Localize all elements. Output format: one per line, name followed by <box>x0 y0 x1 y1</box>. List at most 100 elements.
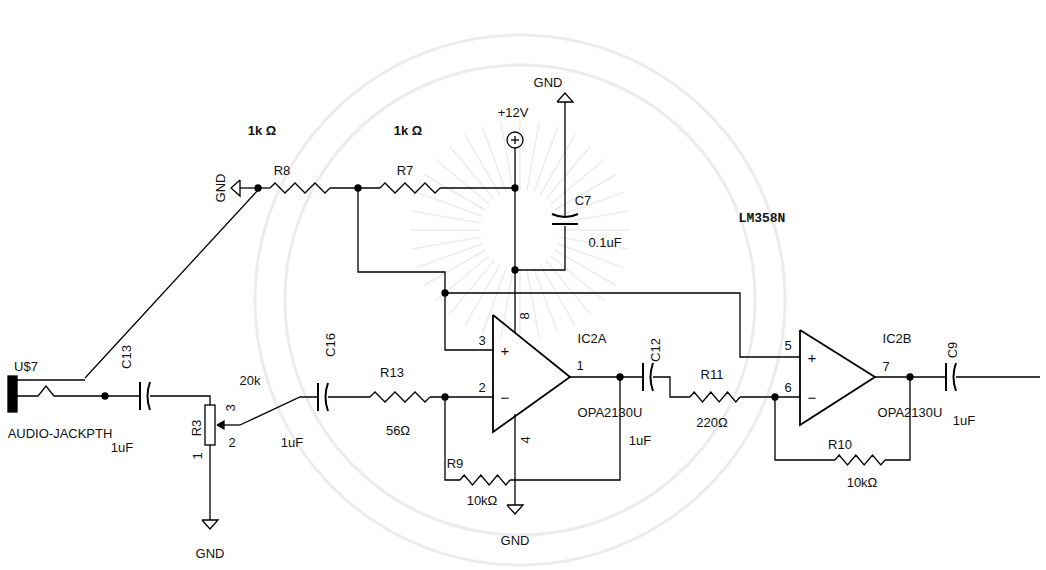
capacitor-symbol <box>140 382 150 410</box>
wire <box>105 395 140 396</box>
wire <box>150 396 210 405</box>
wire <box>430 396 493 397</box>
wire <box>358 188 493 350</box>
opamp-symbol <box>493 315 570 432</box>
part-name: C12 <box>649 338 662 362</box>
ground-symbol <box>202 520 218 529</box>
wire <box>17 379 85 380</box>
resistor-symbol <box>835 455 885 465</box>
resistor-value: 220Ω <box>696 416 727 429</box>
part-name: IC2A <box>578 332 607 345</box>
part-name: C9 <box>946 342 959 359</box>
resistor-symbol <box>380 183 440 193</box>
part-number: OPA2130U <box>878 406 943 419</box>
part-name: R8 <box>274 164 291 177</box>
junction-dot <box>512 185 518 191</box>
resistor-symbol <box>460 475 510 485</box>
part-number: AUDIO-JACKPTH <box>8 427 113 440</box>
resistor-symbol <box>370 392 430 402</box>
opamp-symbol <box>800 330 875 425</box>
part-name: C13 <box>120 345 133 369</box>
part-name: U$7 <box>14 360 38 373</box>
input-sign: + <box>808 350 817 365</box>
resistor-symbol <box>270 183 330 193</box>
input-sign: − <box>808 390 817 405</box>
pin-number: 1 <box>191 452 204 459</box>
resistor-value: 56Ω <box>386 424 410 437</box>
resistor-value: 20k <box>240 374 261 387</box>
wire <box>328 396 370 397</box>
net-name: GND <box>214 174 227 203</box>
supply-symbol <box>514 136 515 144</box>
net-name: GND <box>534 76 563 89</box>
capacitor-symbol <box>643 363 653 391</box>
capacitor-symbol <box>946 363 956 391</box>
circuit <box>8 93 1040 529</box>
capacitor-value: 1uF <box>281 436 303 449</box>
wire <box>514 414 515 505</box>
input-sign: − <box>501 390 510 405</box>
wire <box>653 377 690 397</box>
wire <box>514 148 515 333</box>
wiper-arrow <box>217 421 224 429</box>
part-name: C7 <box>575 194 592 207</box>
pin-number: 3 <box>224 404 237 411</box>
capacitor-value: 1uF <box>629 434 651 447</box>
part-name: R13 <box>380 366 404 379</box>
part-name: IC2B <box>883 332 912 345</box>
audio-jack <box>8 376 17 412</box>
ground-symbol <box>557 93 573 102</box>
wire <box>85 190 258 378</box>
ground-symbol <box>231 180 240 196</box>
net-name: GND <box>196 547 225 560</box>
supply-symbol <box>507 132 523 148</box>
junction-dot <box>617 374 623 380</box>
net-name: GND <box>501 534 530 547</box>
net-name: +12V <box>498 106 529 119</box>
pin-number: 2 <box>478 381 485 394</box>
capacitor-value: 0.1uF <box>588 236 621 249</box>
wire <box>570 376 643 377</box>
wire <box>740 396 800 397</box>
ground-symbol <box>507 505 523 514</box>
part-name: R10 <box>828 438 852 451</box>
junction-dot <box>907 374 913 380</box>
part-number: LM358N <box>739 212 786 225</box>
pin-number: 2 <box>228 436 235 449</box>
resistor-value: 1k Ω <box>248 124 277 137</box>
wire <box>17 386 105 396</box>
wire <box>440 187 515 188</box>
watermark-emblem <box>255 35 785 565</box>
wire <box>209 445 210 520</box>
wire <box>240 397 318 425</box>
resistor-value: 1k Ω <box>394 124 423 137</box>
wire <box>515 226 565 270</box>
wire <box>564 102 565 217</box>
part-number: OPA2130U <box>578 406 643 419</box>
part-name: R7 <box>397 164 414 177</box>
capacitor-symbol <box>318 383 328 411</box>
capacitor-value: 1uF <box>953 414 975 427</box>
part-name: R11 <box>701 368 724 381</box>
pin-number: 8 <box>518 312 531 319</box>
resistor-value: 10kΩ <box>467 494 498 507</box>
wire <box>775 397 835 460</box>
junction-dot <box>512 267 518 273</box>
wire <box>445 293 800 357</box>
wire <box>885 377 910 460</box>
pin-number: 5 <box>784 339 791 352</box>
part-name: R9 <box>447 457 464 470</box>
part-name: C16 <box>324 333 337 357</box>
potentiometer-symbol <box>205 405 215 445</box>
resistor-symbol <box>690 392 740 402</box>
pin-number: 6 <box>784 381 791 394</box>
capacitor-value: 1uF <box>111 441 133 454</box>
pin-number: 1 <box>576 359 583 372</box>
part-name: R3 <box>190 420 203 437</box>
pin-number: 4 <box>519 436 532 443</box>
wire <box>956 376 1040 377</box>
pin-number: 7 <box>882 360 889 373</box>
wire <box>510 377 620 480</box>
